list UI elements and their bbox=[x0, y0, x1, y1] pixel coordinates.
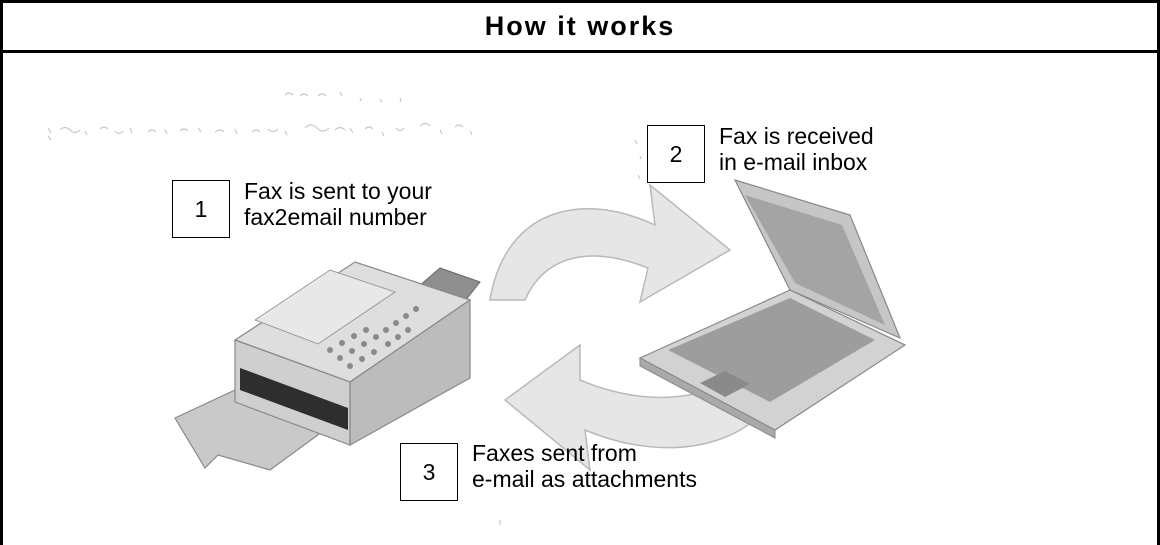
laptop-base-front bbox=[639, 357, 776, 439]
laptop-screen bbox=[745, 195, 885, 325]
step-3-number: 3 bbox=[400, 443, 458, 501]
fax-machine-icon bbox=[174, 261, 481, 471]
noise-speckles bbox=[47, 91, 642, 525]
step-3-caption: Faxes sent from e-mail as attachments bbox=[472, 440, 697, 492]
step-1-line-2: fax2email number bbox=[244, 204, 427, 230]
step-2-number: 2 bbox=[647, 125, 705, 183]
step-3-line-2: e-mail as attachments bbox=[472, 466, 697, 492]
fax-body-side bbox=[349, 298, 471, 447]
step-2-line-1: Fax is received bbox=[719, 123, 874, 149]
fax-handle bbox=[253, 269, 397, 345]
arrow-top bbox=[489, 183, 732, 304]
step-1-line-1: Fax is sent to your bbox=[244, 178, 432, 204]
laptop-touchpad bbox=[700, 371, 750, 397]
step-3-line-1: Faxes sent from bbox=[472, 440, 637, 466]
step-2-line-2: in e-mail inbox bbox=[719, 149, 868, 175]
step-1-caption: Fax is sent to your fax2email number bbox=[244, 178, 432, 230]
page-title: How it works bbox=[484, 11, 676, 41]
step-2-caption: Fax is received in e-mail inbox bbox=[719, 123, 874, 175]
fax-slot bbox=[240, 368, 348, 430]
step-1-number: 1 bbox=[172, 180, 230, 238]
title-bar: How it works bbox=[3, 3, 1157, 53]
fax-keypad bbox=[327, 306, 419, 369]
laptop-icon bbox=[638, 179, 907, 439]
